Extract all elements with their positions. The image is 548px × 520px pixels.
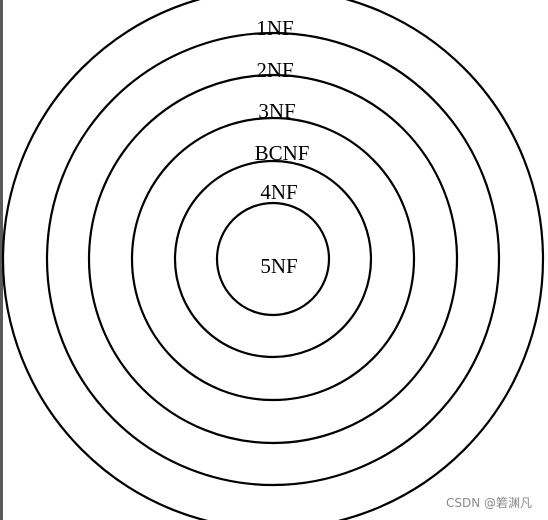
label-bcnf: BCNF xyxy=(255,141,310,165)
watermark-text: CSDN @箬渊凡 xyxy=(445,496,532,510)
ring-4nf xyxy=(173,159,373,359)
label-1nf: 1NF xyxy=(256,16,293,40)
ring-bcnf xyxy=(130,116,416,402)
label-3nf: 3NF xyxy=(258,99,295,123)
ring-5nf xyxy=(215,201,331,317)
ring-3nf xyxy=(87,73,459,445)
label-5nf: 5NF xyxy=(260,254,297,278)
left-edge-border xyxy=(0,0,3,520)
label-4nf: 4NF xyxy=(260,180,297,204)
ring-2nf xyxy=(45,31,501,487)
label-2nf: 2NF xyxy=(256,58,293,82)
